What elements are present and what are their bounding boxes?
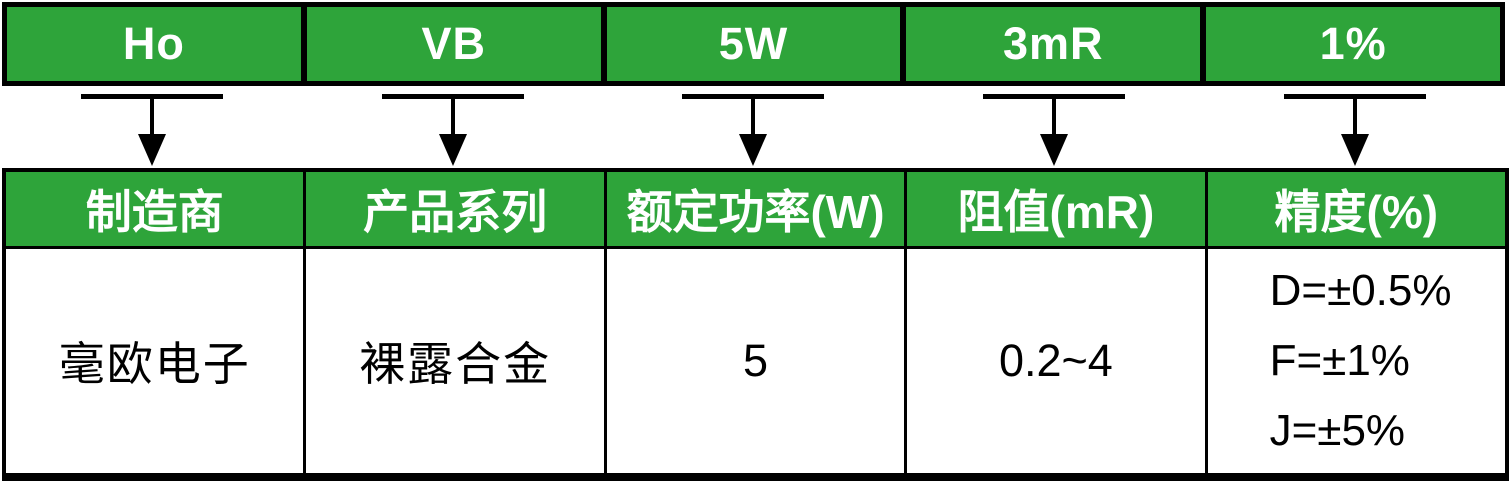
arrow-row	[2, 86, 1505, 168]
code-segment-series: VB	[306, 7, 601, 81]
value-cell-series: 裸露合金	[306, 249, 604, 473]
header-cell-manufacturer: 制造商	[6, 172, 304, 246]
arrow-slot	[303, 86, 604, 168]
arrow-slot	[603, 86, 904, 168]
part-code-bar: Ho VB 5W 3mR 1%	[2, 2, 1505, 86]
value-cell-resistance: 0.2~4	[907, 249, 1205, 473]
arrow-down-icon	[682, 94, 825, 166]
arrow-down-icon	[81, 94, 224, 166]
legend-table: 制造商 产品系列 额定功率(W) 阻值(mR) 精度(%) 毫欧电子 裸露合金 …	[2, 168, 1509, 481]
arrow-slot	[2, 86, 303, 168]
header-cell-tolerance: 精度(%)	[1207, 172, 1505, 246]
code-segment-power: 5W	[606, 7, 901, 81]
code-segment-resistance: 3mR	[906, 7, 1201, 81]
tolerance-line-j: J=±5%	[1269, 406, 1406, 455]
arrow-down-icon	[381, 94, 524, 166]
code-segment-manufacturer: Ho	[7, 7, 301, 81]
header-cell-series: 产品系列	[306, 172, 604, 246]
value-cell-tolerance: D=±0.5% F=±1% J=±5%	[1207, 249, 1505, 473]
value-cell-manufacturer: 毫欧电子	[6, 249, 304, 473]
header-cell-resistance: 阻值(mR)	[907, 172, 1205, 246]
arrow-slot	[1204, 86, 1505, 168]
value-cell-power: 5	[606, 249, 905, 473]
header-cell-power: 额定功率(W)	[606, 172, 905, 246]
arrow-down-icon	[983, 94, 1126, 166]
tolerance-line-f: F=±1%	[1269, 336, 1410, 385]
arrow-slot	[904, 86, 1205, 168]
code-segment-tolerance: 1%	[1206, 7, 1500, 81]
tolerance-line-d: D=±0.5%	[1269, 266, 1452, 315]
arrow-down-icon	[1283, 94, 1426, 166]
